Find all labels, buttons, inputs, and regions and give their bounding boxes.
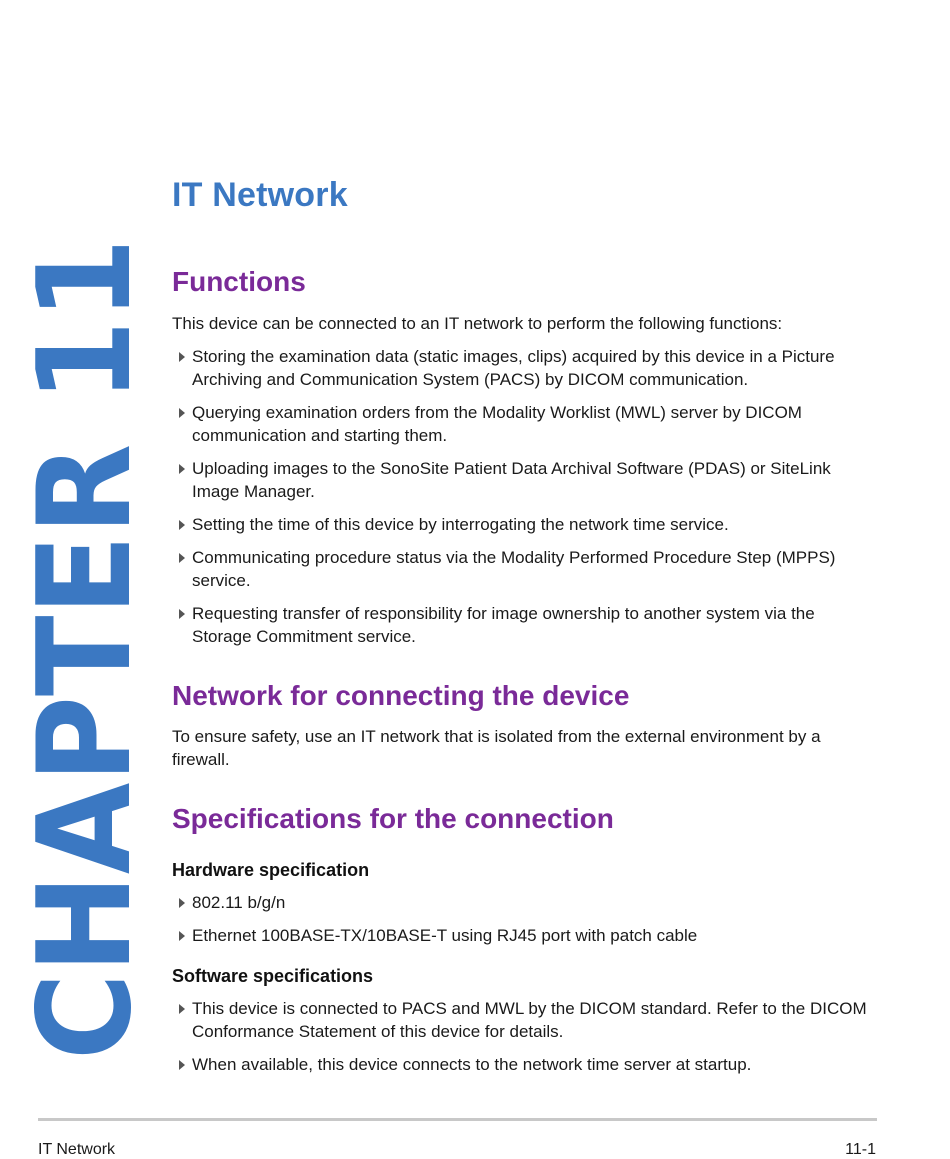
list-item: Communicating procedure status via the M… [172, 546, 877, 592]
bullet-arrow-icon [179, 609, 185, 619]
chapter-label: CHAPTER 11 [26, 238, 138, 1060]
list-item-text: 802.11 b/g/n [192, 893, 286, 912]
network-text: To ensure safety, use an IT network that… [172, 727, 821, 769]
hardware-heading: Hardware specification [172, 860, 370, 880]
bullet-arrow-icon [179, 352, 185, 362]
footer-section-title: IT Network [38, 1141, 116, 1158]
bullet-arrow-icon [179, 464, 185, 474]
bullet-arrow-icon [179, 1004, 185, 1014]
list-item-text: Communicating procedure status via the M… [192, 548, 836, 590]
list-item: Storing the examination data (static ima… [172, 345, 877, 391]
functions-heading: Functions [172, 266, 306, 297]
bullet-arrow-icon [179, 931, 185, 941]
list-item: This device is connected to PACS and MWL… [172, 997, 877, 1043]
bullet-arrow-icon [179, 898, 185, 908]
list-item: Uploading images to the SonoSite Patient… [172, 457, 877, 503]
list-item: When available, this device connects to … [172, 1053, 877, 1076]
network-heading: Network for connecting the device [172, 680, 630, 711]
functions-intro: This device can be connected to an IT ne… [172, 314, 783, 333]
list-item-text: When available, this device connects to … [192, 1055, 752, 1074]
list-item: Ethernet 100BASE-TX/10BASE-T using RJ45 … [172, 924, 877, 947]
bullet-arrow-icon [179, 553, 185, 563]
bullet-arrow-icon [179, 408, 185, 418]
hardware-list: 802.11 b/g/n Ethernet 100BASE-TX/10BASE-… [172, 891, 877, 957]
list-item: Querying examination orders from the Mod… [172, 401, 877, 447]
list-item-text: Ethernet 100BASE-TX/10BASE-T using RJ45 … [192, 926, 698, 945]
footer-page-number: 11-1 [845, 1141, 876, 1158]
list-item-text: Setting the time of this device by inter… [192, 515, 729, 534]
software-heading: Software specifications [172, 966, 374, 986]
list-item-text: Storing the examination data (static ima… [192, 347, 835, 389]
list-item: 802.11 b/g/n [172, 891, 877, 914]
page-title: IT Network [172, 176, 348, 214]
bullet-arrow-icon [179, 520, 185, 530]
list-item-text: Querying examination orders from the Mod… [192, 403, 802, 445]
software-list: This device is connected to PACS and MWL… [172, 997, 877, 1086]
list-item-text: This device is connected to PACS and MWL… [192, 999, 867, 1041]
list-item-text: Requesting transfer of responsibility fo… [192, 604, 815, 646]
bullet-arrow-icon [179, 1060, 185, 1070]
list-item-text: Uploading images to the SonoSite Patient… [192, 459, 831, 501]
chapter-marker: CHAPTER 11 [26, 238, 138, 1060]
list-item: Setting the time of this device by inter… [172, 513, 877, 536]
footer-divider [38, 1118, 877, 1121]
list-item: Requesting transfer of responsibility fo… [172, 602, 877, 648]
functions-list: Storing the examination data (static ima… [172, 345, 877, 658]
specs-heading: Specifications for the connection [172, 803, 614, 834]
